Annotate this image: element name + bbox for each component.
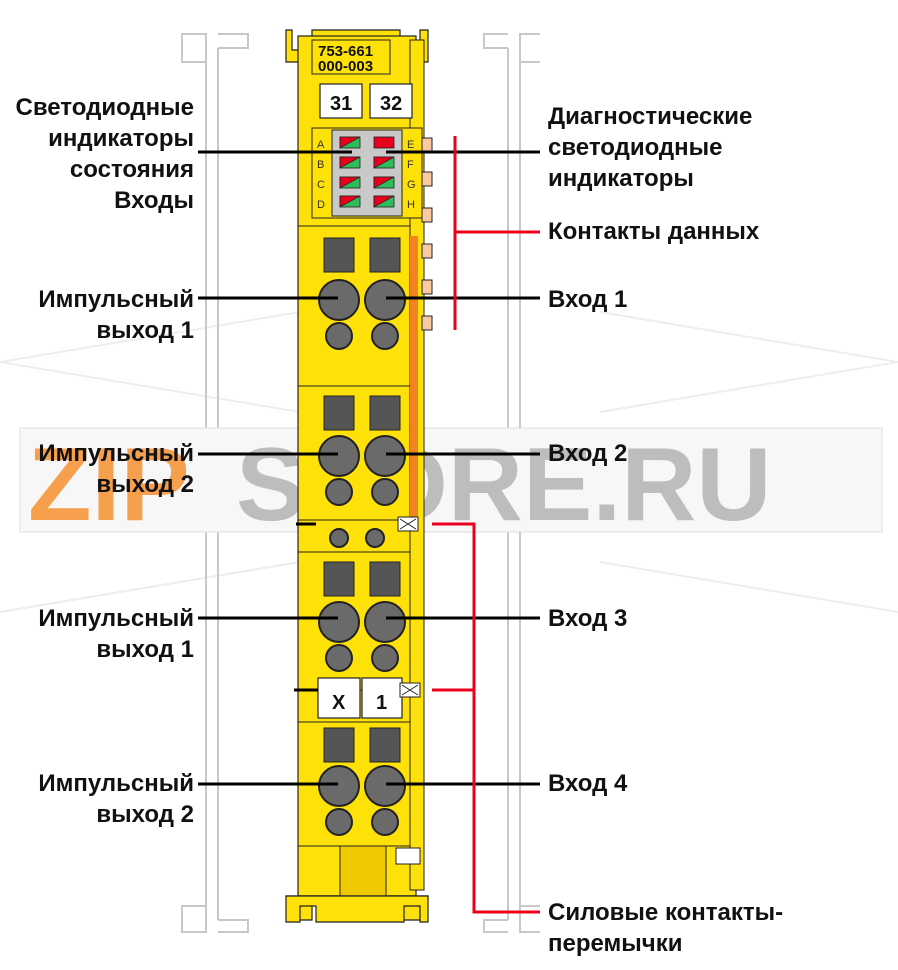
label-pulse-out-2a-line2: выход 2: [96, 471, 194, 498]
label-input-2: Вход 2: [548, 440, 628, 467]
label-diag-leds: Диагностические светодиодные индикаторы: [548, 101, 752, 194]
label-pulse-out-2b-line2: выход 2: [96, 801, 194, 828]
channel-left-label: 31: [330, 93, 352, 115]
led-letter-c: C: [317, 179, 325, 191]
label-pulse-out-2a-line1: Импульсный: [38, 440, 194, 467]
led-letter-e: E: [407, 139, 414, 151]
label-status-leds-line1: Светодиодные: [15, 94, 195, 121]
label-diag-leds-line1: Диагностические: [548, 103, 753, 130]
led-letter-h: H: [407, 199, 415, 211]
part-number-line2: 000-003: [318, 58, 373, 75]
terminal-block-1: [318, 237, 406, 350]
io-module: [285, 29, 433, 923]
label-pulse-out-2b-line1: Импульсный: [38, 770, 194, 797]
channel-right-label: 32: [380, 93, 402, 115]
part-number-line1: 753-661: [318, 43, 373, 60]
data-contact-strip: [410, 236, 418, 526]
led-letter-b: B: [317, 159, 324, 171]
label-input-4: Вход 4: [548, 770, 628, 797]
led-letter-a: A: [317, 139, 325, 151]
label-status-leds-line3: состояния: [69, 156, 194, 183]
label-status-leds-line4: Входы: [114, 187, 194, 214]
label-pulse-out-1a-line1: Импульсный: [38, 286, 194, 313]
label-pulse-out-1b-line2: выход 1: [96, 636, 194, 663]
label-pulse-out-1b: Импульсный выход 1: [38, 603, 194, 665]
marker-left-label: X: [332, 692, 346, 714]
led-letter-d: D: [317, 199, 325, 211]
label-pulse-out-1a-line2: выход 1: [96, 317, 194, 344]
led-letter-f: F: [407, 159, 414, 171]
label-power-jumpers-line1: Силовые контакты-: [548, 899, 784, 926]
label-pulse-out-2b: Импульсный выход 2: [38, 768, 194, 830]
label-power-jumpers: Силовые контакты- перемычки: [548, 897, 783, 959]
marker-right-label: 1: [376, 692, 387, 714]
status-leds: [339, 136, 361, 208]
label-pulse-out-1a: Импульсный выход 1: [38, 284, 194, 346]
terminal-block-3: [318, 561, 406, 672]
label-diag-leds-line3: индикаторы: [548, 165, 694, 192]
red-brackets: [432, 136, 540, 914]
terminal-block-2: [318, 395, 406, 506]
leader-lines: [198, 150, 540, 786]
data-contact-tabs: [421, 137, 433, 331]
label-status-leds-line2: индикаторы: [48, 125, 194, 152]
channel-box-32: [369, 83, 413, 119]
label-diag-leds-line2: светодиодные: [548, 134, 723, 161]
marker-boxes: [294, 677, 421, 719]
terminal-block-4: [318, 727, 406, 836]
label-data-contacts: Контакты данных: [548, 218, 760, 245]
label-input-1: Вход 1: [548, 286, 628, 313]
jumper-contacts-1: [296, 516, 419, 548]
label-input-3: Вход 3: [548, 605, 628, 632]
label-pulse-out-1b-line1: Импульсный: [38, 605, 194, 632]
bracket-power-jumpers: [432, 522, 540, 914]
label-pulse-out-2a: Импульсный выход 2: [38, 438, 194, 500]
label-power-jumpers-line2: перемычки: [548, 930, 683, 957]
led-letter-g: G: [407, 179, 416, 191]
watermark-zip: ZIP: [28, 427, 190, 543]
label-status-leds: Светодиодные индикаторы состояния Входы: [16, 92, 195, 216]
channel-box-31: [319, 83, 363, 119]
diagnostic-leds: [373, 136, 395, 208]
background-stripes: [0, 311, 898, 613]
